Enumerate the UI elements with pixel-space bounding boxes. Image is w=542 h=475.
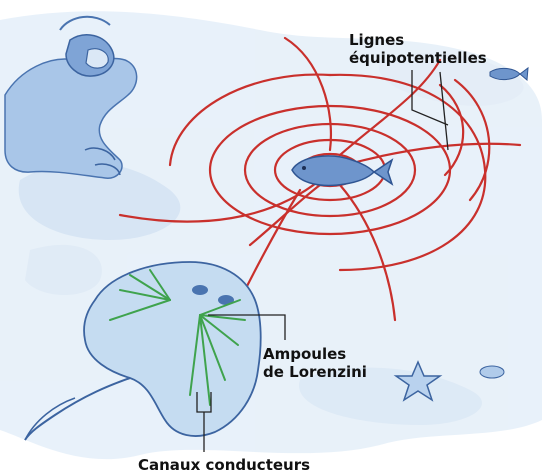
label-equipotential-line1: Lignes — [349, 31, 487, 49]
label-conductive-canals: Canaux conducteurs — [138, 456, 310, 474]
label-equipotential-lines: Lignes équipotentielles — [349, 31, 487, 67]
label-ampullae-line2: de Lorenzini — [263, 363, 367, 381]
label-equipotential-line2: équipotentielles — [349, 49, 487, 67]
label-ampullae-line1: Ampoules — [263, 345, 367, 363]
pebble-icon — [480, 366, 504, 378]
small-fish-icon — [490, 68, 528, 80]
label-ampullae: Ampoules de Lorenzini — [263, 345, 367, 381]
